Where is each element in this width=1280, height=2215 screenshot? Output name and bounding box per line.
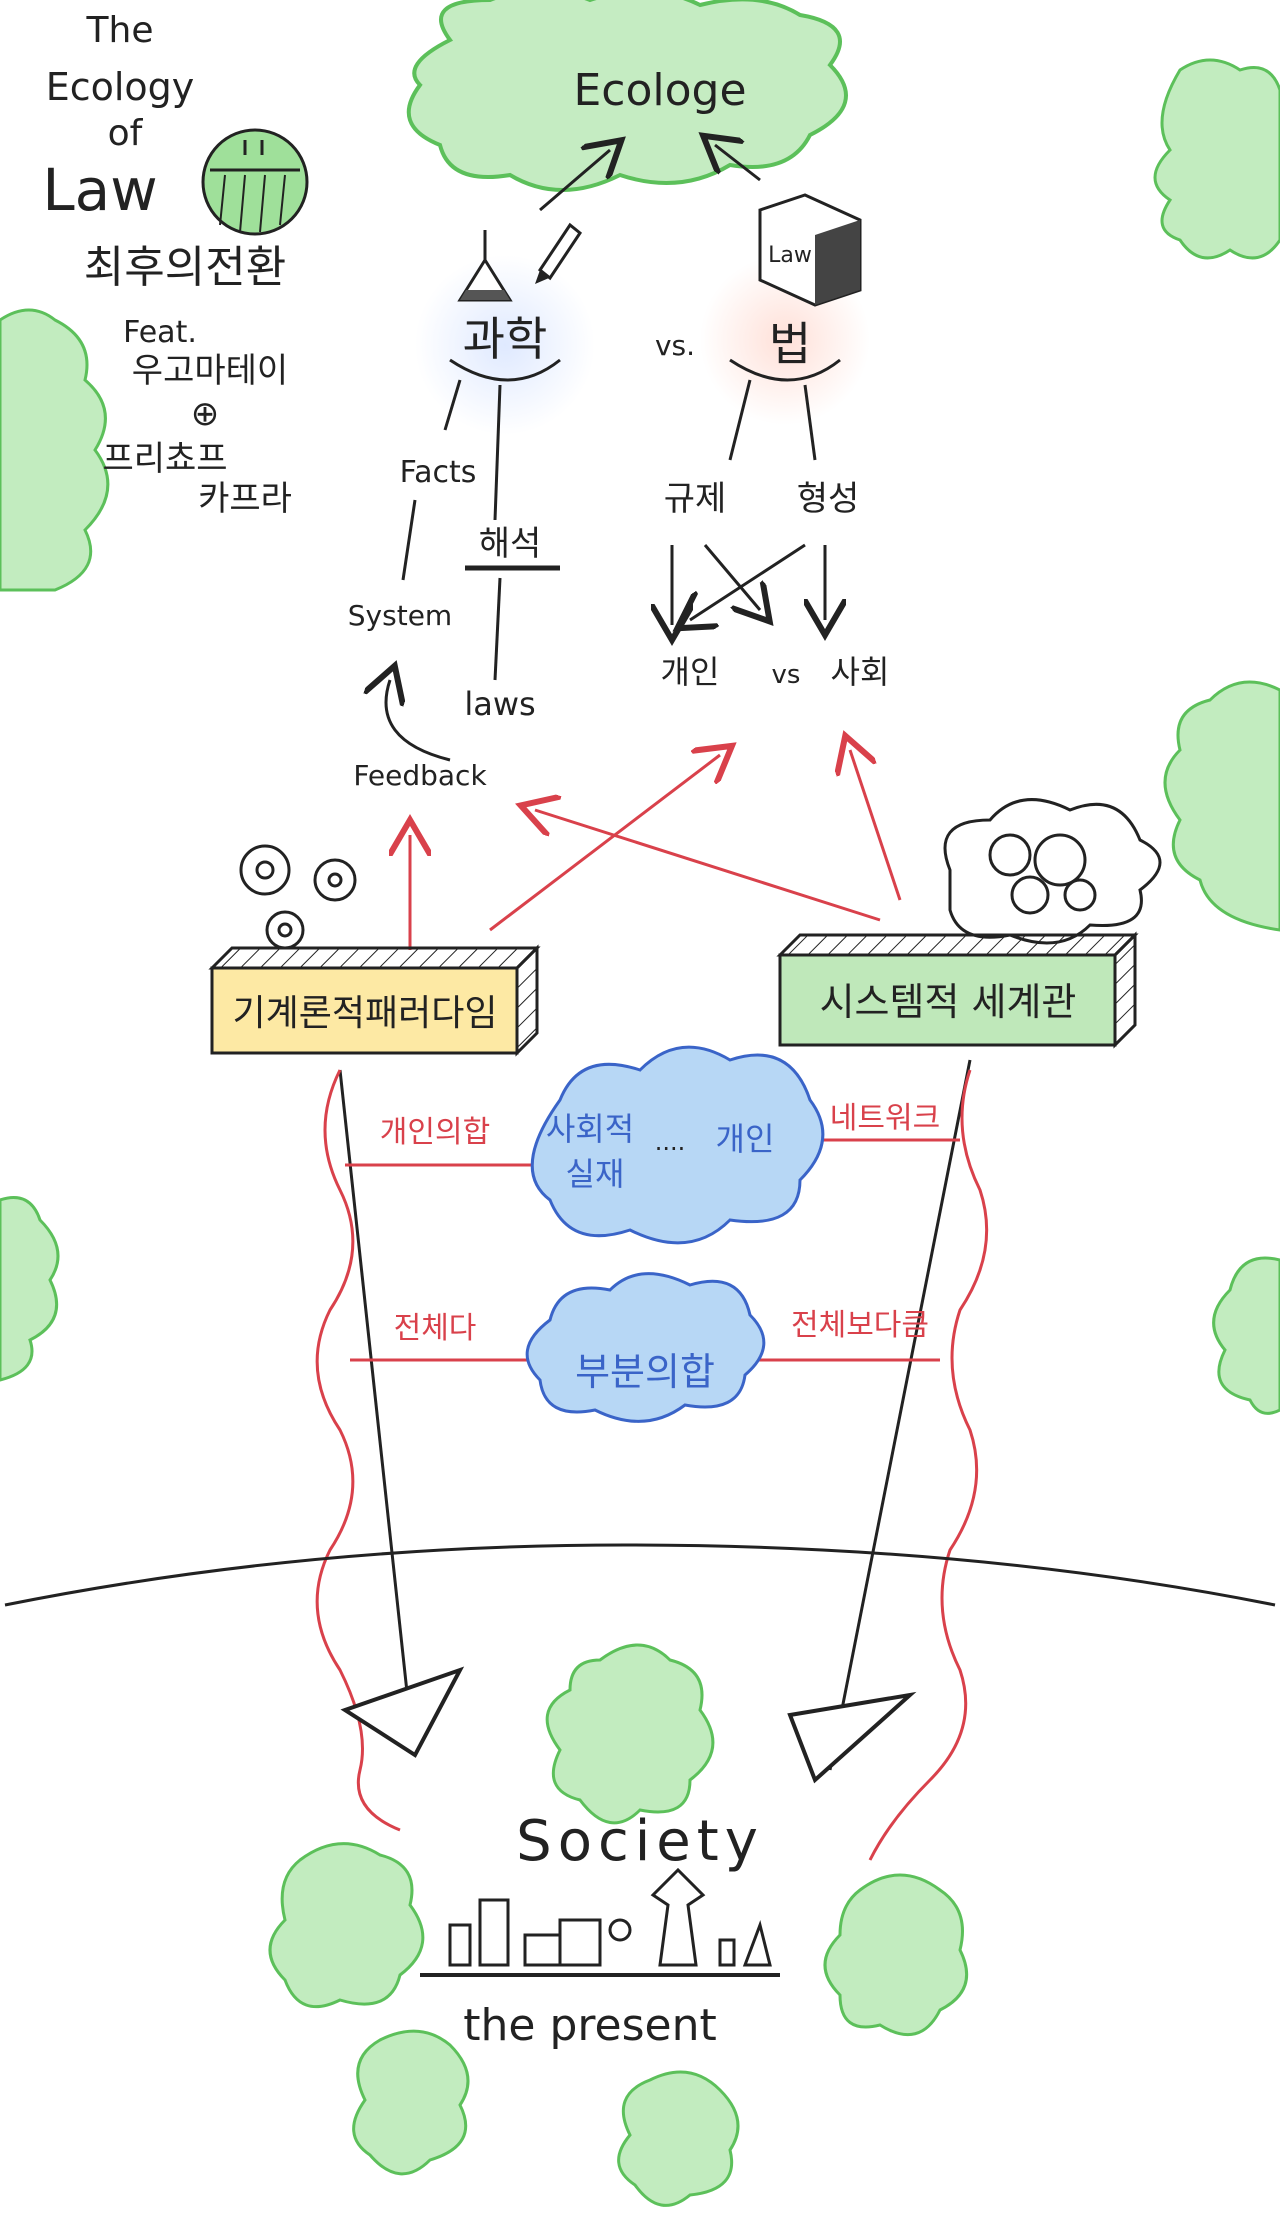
system-label: System [348, 599, 452, 632]
bush-left-bottom-1 [268, 1842, 425, 2009]
title-line-1: The [86, 10, 154, 51]
right-arrowhead [787, 1691, 917, 1784]
cloud-2-label: 부분의합 [575, 1350, 715, 1394]
science-label: 과학 [463, 312, 548, 366]
feat-author-1: 우고마테이 [132, 351, 288, 391]
feedback-label: Feedback [353, 759, 487, 792]
formation-label: 형성 [797, 479, 860, 519]
connector-lines [315, 1059, 989, 1861]
title-line-2: Ecology [46, 65, 195, 109]
cloud-1-social: 사회적 [546, 1110, 634, 1148]
mechanistic-label: 기계론적패러다임 [233, 993, 498, 1034]
mechanistic-paradigm-box: 기계론적패러다임 [208, 944, 541, 1057]
blue-cloud-1 [530, 1045, 825, 1245]
middle-section: 개인의합 네트워크 사회적 .... 개인 실재 전체다 전체보다큼 부분의합 [380, 1045, 940, 1423]
blue-cloud-2 [525, 1272, 766, 1423]
laws-label: laws [464, 685, 535, 723]
cloud-1-individual: 개인 [716, 1120, 775, 1158]
city-skyline-icon [420, 1867, 780, 1977]
society-label-top: 사회 [831, 653, 890, 691]
law-book-icon: Law [758, 193, 862, 307]
systemic-worldview-box: 시스템적 세계관 [776, 931, 1139, 1049]
feat-author-2: 프리쵸프 [102, 439, 227, 479]
bush-left-2 [0, 1196, 60, 1382]
law-label: 법 [769, 317, 811, 371]
bush-right-2 [1212, 1256, 1280, 1415]
law-vs-label: vs [772, 660, 801, 690]
science-branch: 과학 Facts 해석 System laws Feedback [348, 150, 610, 792]
subtitle: 최후의전환 [84, 242, 286, 293]
ecologe-label: Ecologe [573, 65, 746, 116]
bush-top-right [1153, 58, 1280, 260]
bush-center-bottom [545, 1643, 715, 1825]
bush-left-1 [0, 308, 110, 592]
vs-label: vs. [655, 329, 695, 362]
bush-center-bottom-2 [617, 2070, 740, 2207]
whole-greater-label: 전체보다큼 [791, 1308, 929, 1343]
bush-left-bottom-2 [352, 2029, 470, 2176]
cloud-1-reality: 실재 [566, 1155, 625, 1193]
gear-icon [239, 844, 357, 950]
feat-label: Feat. [123, 315, 197, 350]
individual-label: 개인 [661, 653, 720, 691]
regulation-label: 규제 [664, 479, 727, 519]
facts-label: Facts [400, 455, 477, 490]
horizon-line [4, 1543, 1276, 1607]
law-book-label: Law [768, 243, 812, 268]
ecologe-cloud: Ecologe [406, 0, 848, 192]
whole-is-label: 전체다 [394, 1311, 477, 1346]
globe-icon [201, 128, 309, 236]
feat-plus: ⊕ [191, 394, 220, 434]
systemic-label: 시스템적 세계관 [820, 980, 1077, 1024]
red-arrows [410, 750, 902, 950]
title-block: The Ecology of Law 최후의전환 Feat. 우고마테이 ⊕ 프… [42, 10, 309, 519]
feat-author-3: 카프라 [198, 479, 292, 519]
title-line-4: Law [42, 156, 157, 224]
flask-icon [457, 230, 513, 302]
pen-icon [535, 222, 583, 284]
cloud-1-dots: .... [655, 1128, 686, 1156]
left-arrowhead [340, 1666, 465, 1758]
bush-right-1 [1163, 680, 1280, 932]
society-section: Society the present [420, 1809, 780, 2051]
title-line-3: of [108, 113, 144, 154]
present-label: the present [463, 2000, 716, 2051]
decorative-bushes [0, 58, 1280, 2207]
interpretation-label: 해석 [479, 524, 542, 564]
thought-cloud-icon [943, 798, 1162, 945]
bush-right-bottom-1 [823, 1873, 969, 2037]
sum-of-individuals-label: 개인의합 [380, 1115, 490, 1150]
society-label: Society [516, 1809, 764, 1874]
law-branch: vs. Law 법 규제 형성 개인 vs 사회 [655, 145, 889, 691]
network-label: 네트워크 [830, 1101, 940, 1136]
